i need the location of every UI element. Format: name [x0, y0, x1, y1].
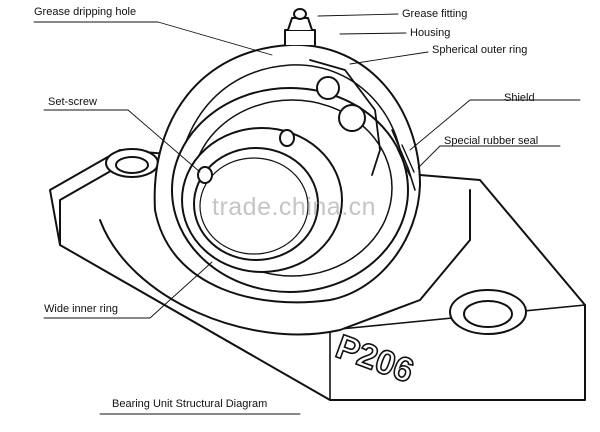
right-bolt-hole-inner [463, 300, 513, 328]
leader-seal [417, 145, 561, 169]
label-grease-dripping-hole: Grease dripping hole [34, 6, 137, 18]
leader-shield [409, 99, 581, 151]
label-set-screw: Set-screw [48, 96, 97, 108]
grease-fitting-tip [293, 8, 307, 20]
leader-inner-ring [43, 261, 213, 319]
ball-1 [316, 76, 340, 100]
cutaway-section [309, 59, 381, 176]
shield-ring [391, 129, 416, 191]
watermark: trade.china.cn [212, 193, 377, 221]
leader-housing [339, 32, 407, 35]
set-screw-hole [197, 166, 213, 184]
upper-screw-hole [279, 129, 295, 147]
inner-ring-bore [193, 147, 319, 261]
housing-base-top-edge [59, 159, 131, 246]
leader-set-screw [43, 109, 201, 173]
label-shield: Shield [504, 92, 535, 104]
ball-2 [338, 104, 366, 132]
grease-fitting-base [284, 29, 316, 46]
diagram-caption: Bearing Unit Structural Diagram [112, 398, 268, 410]
rubber-seal [397, 144, 415, 177]
label-housing: Housing [410, 27, 451, 39]
left-bolt-hole-inner [115, 156, 149, 174]
leader-fitting [317, 13, 399, 17]
label-special-rubber-seal: Special rubber seal [444, 135, 539, 147]
label-wide-inner-ring: Wide inner ring [44, 303, 118, 315]
leader-grease-hole [33, 21, 273, 56]
inner-ring-bore-shadow [199, 157, 309, 255]
leader-outer-ring [349, 51, 429, 65]
inner-ring-face [181, 127, 343, 273]
label-spherical-outer-ring: Spherical outer ring [432, 44, 528, 56]
label-grease-fitting: Grease fitting [402, 8, 468, 20]
